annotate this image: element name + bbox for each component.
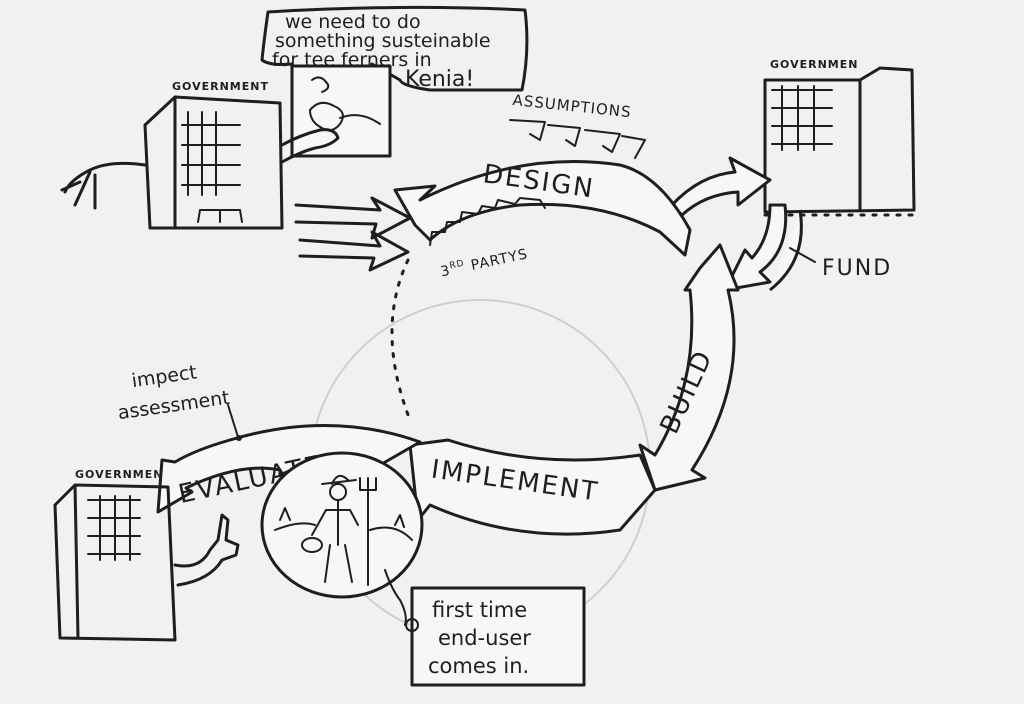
note-line-3: comes in. [428, 654, 529, 678]
building-label: GOVERNMEN [75, 468, 163, 481]
note-line-1: first time [432, 598, 527, 622]
pointing-hand-icon [173, 513, 240, 587]
fund-label: FUND [822, 256, 892, 281]
hand-icon [60, 161, 147, 210]
farmer-icon [301, 474, 359, 583]
pitchfork-icon [359, 477, 377, 586]
speech-bubble: we need to do something susteinable for … [260, 5, 529, 92]
farmer-circle [260, 451, 424, 599]
fund-pointer [789, 247, 816, 263]
build-step: BUILD [638, 243, 740, 492]
third-parties-skyline [429, 197, 546, 246]
note-pointer [384, 569, 407, 626]
kenya-map [290, 64, 392, 158]
dotted-arc [390, 258, 412, 422]
assumptions-arrows [509, 119, 646, 159]
input-arrows [294, 196, 412, 272]
note-line-2: end-user [438, 626, 531, 650]
impact-label-1: impect [130, 361, 198, 392]
speech-line-1: we need to do [285, 11, 421, 33]
end-user-note: first time end-user comes in. [384, 569, 586, 687]
impact-pointer [227, 404, 239, 438]
impact-pointer-dot [236, 435, 242, 441]
government-building-top-right: GOVERNMEN [763, 58, 917, 217]
speech-line-2: something susteinable [275, 30, 491, 52]
implement-step: IMPLEMENT [408, 438, 657, 536]
assumptions-label: ASSUMPTIONS [512, 91, 633, 121]
building-label: GOVERNMENT [172, 80, 269, 93]
impact-label-2: assessment [116, 387, 231, 424]
speech-line-4: Kenia! [405, 67, 474, 92]
building-label: GOVERNMEN [770, 58, 858, 71]
pointing-arm-icon [280, 128, 340, 164]
government-building-bottom-left: GOVERNMEN [53, 468, 240, 642]
arrow-to-government [670, 156, 772, 217]
fund-arrow [723, 203, 803, 292]
